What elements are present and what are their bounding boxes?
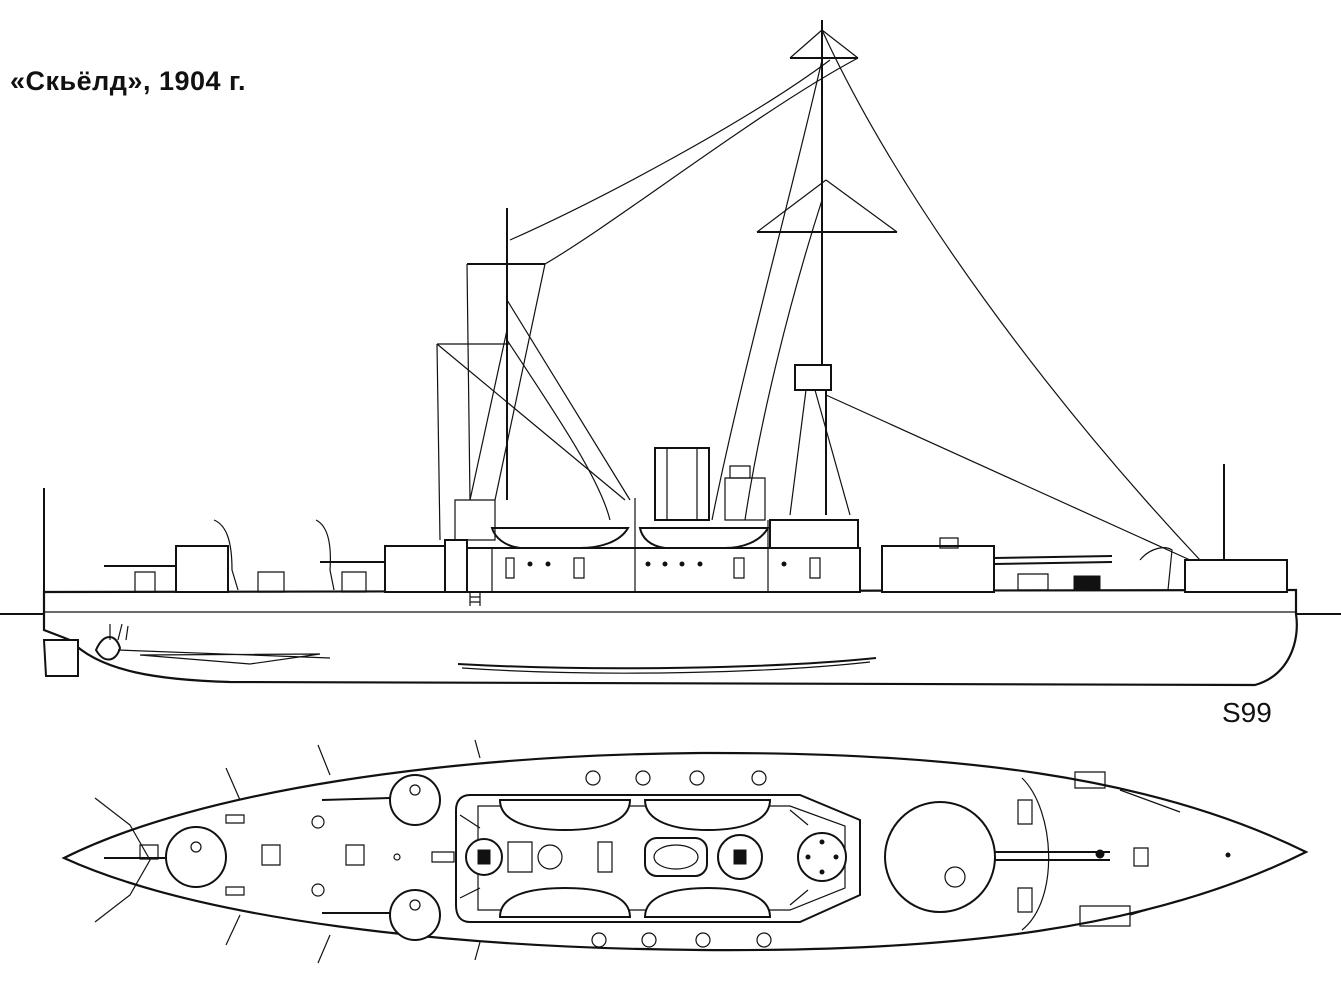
boat-plan-4 [645,888,770,917]
hull-side [44,590,1297,685]
drawing-title: «Скьёлд», 1904 г. [10,66,247,96]
rigging [507,30,1200,560]
conning-tower-plan [798,833,846,881]
boat-plan-3 [500,888,630,917]
main-mast [757,20,897,515]
funnel [655,448,709,520]
side-profile-view [0,20,1341,685]
artist-signature: S99 [1222,697,1272,728]
boat-plan-2 [645,800,770,830]
fore-turret-side [882,538,1287,592]
funnel-plan [645,838,707,876]
fighting-top [795,365,831,390]
boat-aft [640,528,768,548]
superstructure-side [445,448,860,606]
aft-turret-side [104,520,445,592]
aft-turret-plan [166,827,226,887]
deck-plan-view [64,740,1306,963]
boat-fore [492,528,628,548]
fore-mast [437,208,630,540]
rudder [44,640,78,676]
boat-plan-1 [500,800,630,830]
fore-turret-plan [885,802,995,912]
bilge-keel [458,658,876,668]
propeller [96,637,120,660]
